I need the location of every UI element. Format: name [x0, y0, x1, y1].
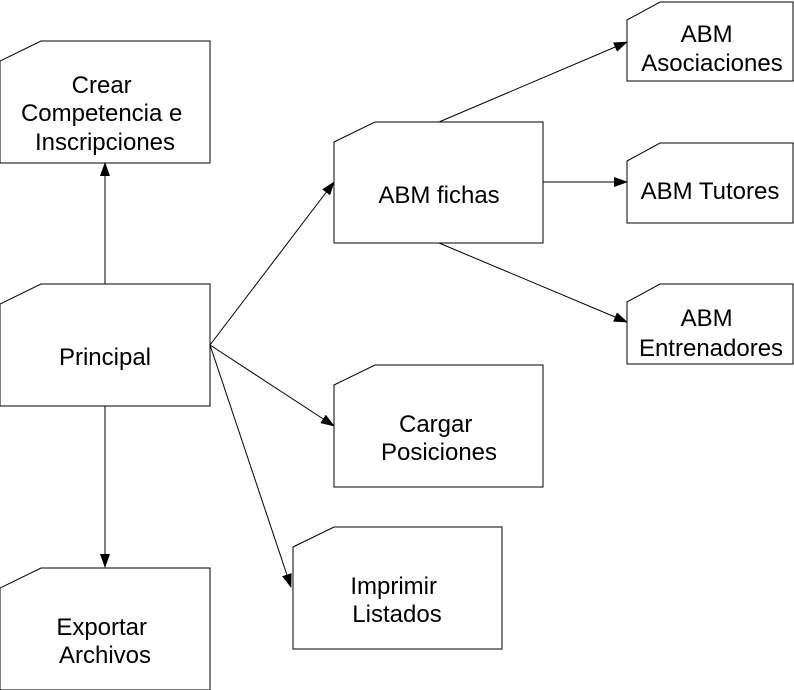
abm-entrenadores-line-1: ABM: [681, 305, 733, 332]
node-crear-competencia: Crear Competencia e Inscripciones: [0, 40, 211, 164]
node-imprimir-listados: Imprimir Listados: [292, 526, 503, 650]
svg-text:ABM Asociaciones: ABM Asociaciones: [641, 21, 782, 77]
abm-tutores-label: ABM Tutores: [641, 178, 780, 205]
principal-label: Principal: [59, 344, 151, 371]
edge-abm-fichas-to-abm-asociaciones: [438, 41, 628, 123]
exportar-line-1: Exportar: [56, 614, 147, 641]
crear-line-1: Crear: [72, 72, 132, 99]
svg-text:ABM Entrenadores: ABM Entrenadores: [639, 305, 783, 362]
svg-text:Principal: Principal: [59, 344, 151, 371]
exportar-line-2: Archivos: [59, 642, 151, 669]
edge-principal-to-cargar: [209, 344, 335, 427]
svg-text:Cargar Posiciones: Cargar Posiciones: [381, 411, 497, 466]
edge-abm-fichas-to-abm-entrenadores: [438, 242, 628, 323]
imprimir-line-2: Listados: [352, 601, 441, 628]
abm-entrenadores-line-2: Entrenadores: [639, 335, 783, 362]
node-cargar-posiciones: Cargar Posiciones: [333, 364, 544, 488]
abm-asociaciones-line-2: Asociaciones: [641, 50, 782, 77]
crear-line-2: Competencia e: [21, 100, 182, 127]
imprimir-line-1: Imprimir: [350, 573, 437, 600]
cargar-line-2: Posiciones: [381, 439, 497, 466]
svg-text:Crear Competencia e: Crear Competencia e Inscripciones: [21, 72, 189, 156]
cargar-line-1: Cargar: [399, 411, 472, 438]
svg-text:Exportar Archivos: Exportar Archivos: [56, 614, 153, 669]
node-abm-entrenadores: ABM Entrenadores: [626, 283, 794, 365]
edges: [100, 41, 628, 588]
svg-text:ABM fichas: ABM fichas: [378, 182, 499, 209]
svg-text:Imprimir Listados: Imprimir Listados: [350, 573, 443, 628]
node-principal: Principal: [0, 283, 211, 407]
abm-asociaciones-line-1: ABM: [681, 21, 733, 48]
node-abm-fichas: ABM fichas: [333, 121, 544, 244]
svg-text:ABM Tutores: ABM Tutores: [641, 178, 780, 205]
node-abm-tutores: ABM Tutores: [626, 142, 794, 224]
abm-fichas-label: ABM fichas: [378, 182, 499, 209]
crear-line-3: Inscripciones: [35, 129, 175, 156]
node-abm-asociaciones: ABM Asociaciones: [626, 1, 794, 82]
edge-principal-to-abm-fichas: [209, 181, 335, 346]
node-exportar-archivos: Exportar Archivos: [0, 567, 211, 690]
edge-principal-to-imprimir: [209, 344, 292, 588]
